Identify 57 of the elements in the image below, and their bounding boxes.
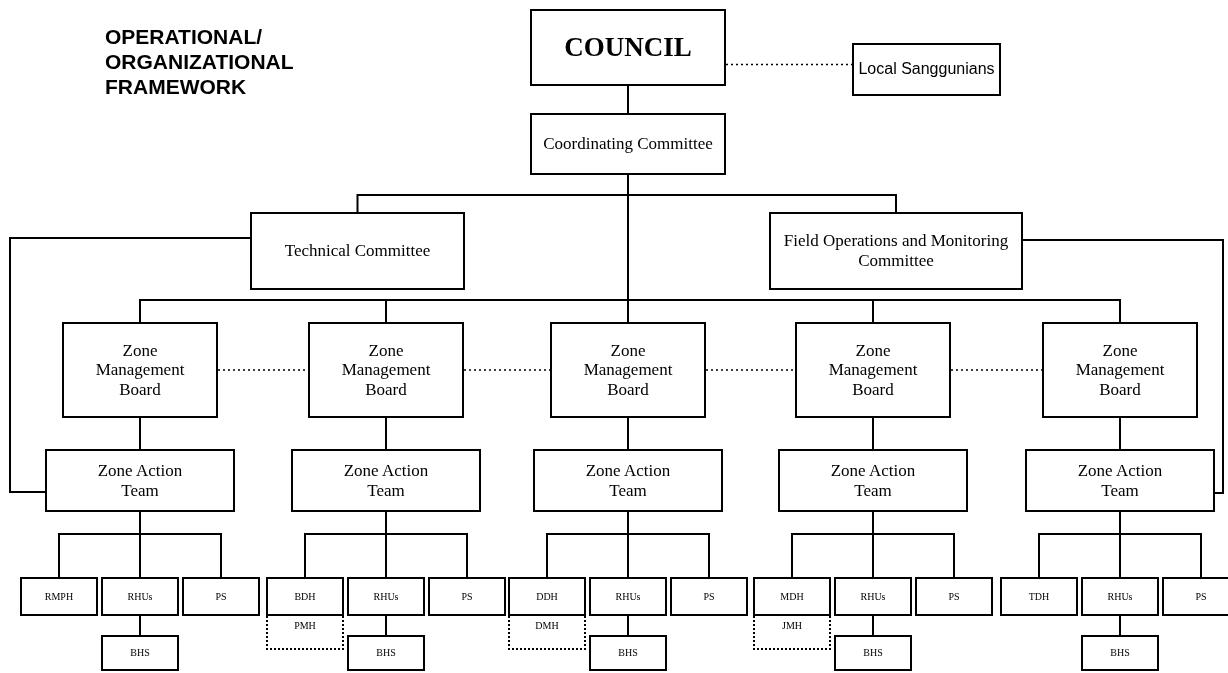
org-box: RHUs bbox=[1081, 577, 1159, 616]
org-box: PS bbox=[915, 577, 993, 616]
org-box: TDH bbox=[1000, 577, 1078, 616]
connector-line bbox=[627, 85, 629, 114]
connector-line bbox=[385, 511, 468, 578]
org-box: BHS bbox=[1081, 635, 1159, 671]
org-box: Zone Action Team bbox=[533, 449, 723, 512]
org-box: PS bbox=[182, 577, 260, 616]
connector-line bbox=[627, 417, 629, 450]
org-box: COUNCIL bbox=[530, 9, 726, 86]
org-box: Technical Committee bbox=[250, 212, 465, 290]
diagram-title: OPERATIONAL/ ORGANIZATIONAL FRAMEWORK bbox=[105, 24, 295, 99]
org-box: Zone Action Team bbox=[1025, 449, 1215, 512]
dotted-box: JMH bbox=[753, 616, 831, 650]
org-box: Coordinating Committee bbox=[530, 113, 726, 175]
org-box: BDH bbox=[266, 577, 344, 616]
org-box: MDH bbox=[753, 577, 831, 616]
org-box: PS bbox=[670, 577, 748, 616]
org-box: RHUs bbox=[101, 577, 179, 616]
connector-line bbox=[139, 615, 141, 636]
connector-line bbox=[385, 417, 387, 450]
connector-line bbox=[1119, 417, 1121, 450]
org-box: Zone Management Board bbox=[62, 322, 218, 418]
org-box: Zone Action Team bbox=[291, 449, 481, 512]
dotted-box: PMH bbox=[266, 616, 344, 650]
org-box: BHS bbox=[347, 635, 425, 671]
org-box: BHS bbox=[834, 635, 912, 671]
connector-line bbox=[1119, 511, 1202, 578]
org-box: PS bbox=[428, 577, 506, 616]
connector-line bbox=[9, 237, 251, 493]
org-box: Zone Management Board bbox=[1042, 322, 1198, 418]
connector-line bbox=[1022, 239, 1224, 494]
connector-line bbox=[872, 615, 874, 636]
org-box: Zone Action Team bbox=[45, 449, 235, 512]
connector-line bbox=[139, 417, 141, 450]
org-box: Field Operations and Monitoring Committee bbox=[769, 212, 1023, 290]
org-box: Zone Management Board bbox=[308, 322, 464, 418]
org-box: RHUs bbox=[589, 577, 667, 616]
org-box: PS bbox=[1162, 577, 1228, 616]
dotted-box: DMH bbox=[508, 616, 586, 650]
org-box: Zone Management Board bbox=[550, 322, 706, 418]
connector-line bbox=[627, 615, 629, 636]
org-box: Zone Management Board bbox=[795, 322, 951, 418]
connector-line bbox=[872, 511, 955, 578]
org-box: BHS bbox=[101, 635, 179, 671]
connector-line bbox=[627, 511, 710, 578]
org-box: DDH bbox=[508, 577, 586, 616]
connector-line bbox=[385, 615, 387, 636]
connector-line bbox=[872, 417, 874, 450]
org-box: BHS bbox=[589, 635, 667, 671]
org-box: RMPH bbox=[20, 577, 98, 616]
org-box: RHUs bbox=[347, 577, 425, 616]
org-box: RHUs bbox=[834, 577, 912, 616]
org-box: Local Sanggunians bbox=[852, 43, 1001, 96]
connector-line bbox=[1119, 615, 1121, 636]
connector-line bbox=[139, 511, 222, 578]
org-box: Zone Action Team bbox=[778, 449, 968, 512]
